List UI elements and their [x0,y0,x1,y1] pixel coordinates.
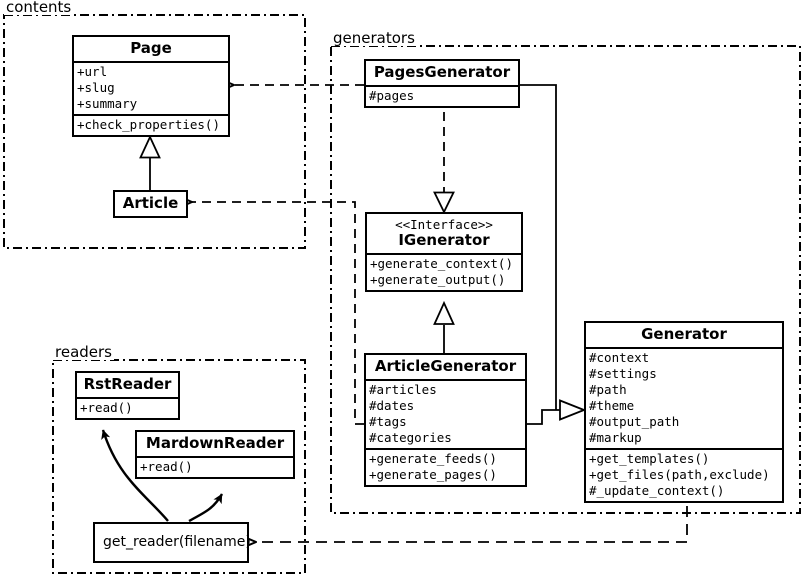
operations-compartment-rst-reader: +read() [77,397,178,418]
package-label-readers: readers [53,343,114,361]
attribute-row: +slug [77,80,115,95]
attribute-row: #path [589,382,627,397]
attributes-compartment-article-generator: #articles #dates #tags #categories [366,379,525,448]
attribute-row: #settings [589,366,657,381]
class-name-rst-reader: RstReader [83,375,172,393]
operation-row: +generate_pages() [369,467,497,482]
edge-articlegenerator-to-igenerator [433,300,455,355]
package-label-contents: contents [4,0,74,16]
class-box-article[interactable]: Article [113,190,188,218]
attribute-row: #articles [369,382,437,397]
attributes-compartment-generator: #context #settings #path #theme #output_… [586,347,782,448]
class-name-text-igenerator: IGenerator [398,231,490,249]
class-name-pages-generator: PagesGenerator [373,63,511,81]
edge-articlegenerator-to-article [192,202,364,425]
operation-row: +read() [140,459,193,474]
attribute-row: #pages [369,88,415,103]
edge-getreader-to-mardownreader [188,493,224,523]
class-stereotype-igenerator: <<Interface>> [395,217,493,232]
class-name-generator: Generator [641,325,727,343]
operation-row: +read() [80,400,133,415]
class-box-igenerator[interactable]: <<Interface>> IGenerator +generate_conte… [365,212,523,292]
package-label-generators: generators [331,29,417,47]
class-name-article-generator: ArticleGenerator [374,357,517,375]
operation-row: +get_templates() [589,451,710,466]
edge-generator-to-getreader [256,506,688,542]
class-name-page: Page [130,39,172,57]
operations-compartment-generator: +get_templates() +get_files(path,exclude… [586,448,782,501]
operation-row: +get_files(path,exclude) [589,467,770,482]
operations-compartment-mardown-reader: +read() [137,456,293,477]
operation-row: +generate_feeds() [369,451,497,466]
operations-compartment-page: +check_properties() [74,114,228,135]
edge-article-to-page [139,134,161,192]
class-box-pages-generator[interactable]: PagesGenerator #pages [364,59,520,108]
operations-compartment-igenerator: +generate_context() +generate_output() [367,253,521,290]
attribute-row: +summary [77,96,138,111]
operation-row: #_update_context() [589,483,725,498]
attribute-row: +url [77,64,108,79]
class-box-page[interactable]: Page +url +slug +summary +check_properti… [72,35,230,137]
attributes-compartment-page: +url +slug +summary [74,61,228,114]
class-box-mardown-reader[interactable]: MardownReader +read() [135,430,295,479]
attribute-row: #theme [589,398,635,413]
class-name-mardown-reader: MardownReader [145,434,285,452]
class-box-generator[interactable]: Generator #context #settings #path #them… [584,321,784,503]
class-name-igenerator: <<Interface>> IGenerator [367,214,521,253]
attribute-row: #output_path [589,414,680,429]
class-box-article-generator[interactable]: ArticleGenerator #articles #dates #tags … [364,353,527,487]
edge-generators-to-generator [520,84,587,425]
function-name-get-reader: get_reader(filename) [103,534,251,550]
attribute-row: #tags [369,414,407,429]
operation-row: +generate_output() [370,272,506,287]
attribute-row: #dates [369,398,415,413]
class-name-article: Article [122,194,179,212]
attributes-compartment-pages-generator: #pages [366,85,518,106]
operation-row: +check_properties() [77,117,220,132]
attribute-row: #categories [369,430,452,445]
attribute-row: #context [589,350,650,365]
edge-pagesgenerator-to-igenerator [433,112,455,215]
class-box-rst-reader[interactable]: RstReader +read() [75,371,180,420]
function-box-get-reader[interactable]: get_reader(filename) [93,522,251,563]
operation-row: +generate_context() [370,256,513,271]
operations-compartment-article-generator: +generate_feeds() +generate_pages() [366,448,525,485]
attribute-row: #markup [589,430,642,445]
